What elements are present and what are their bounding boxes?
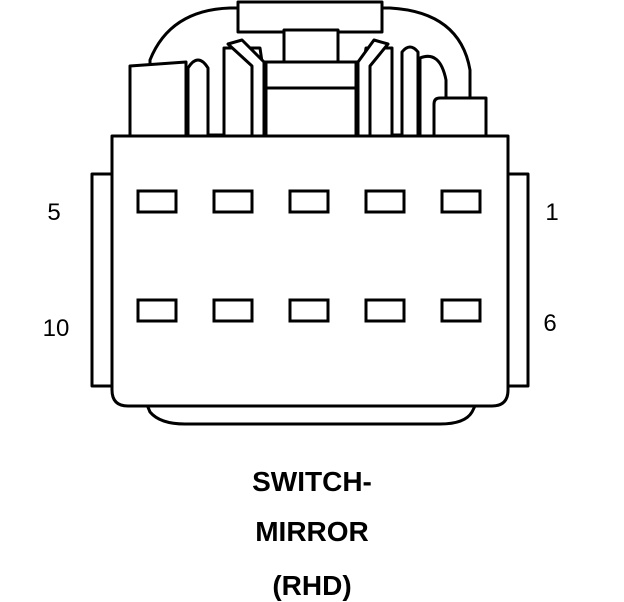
pin-label-1: 1 <box>545 199 558 226</box>
cavity-pin-1 <box>440 189 482 214</box>
cavity-pin-3 <box>288 189 330 214</box>
cavity-pin-5 <box>136 189 178 214</box>
left-post <box>186 58 210 140</box>
cavity-pin-8 <box>288 298 330 323</box>
pin-label-10: 10 <box>43 315 70 342</box>
cavity-pin-2 <box>364 189 406 214</box>
caption-line-2: MIRROR <box>255 516 369 547</box>
latch-center-block <box>264 60 358 140</box>
pin-label-5: 5 <box>47 199 60 226</box>
caption-line-1: SWITCH- <box>252 466 372 497</box>
right-post <box>400 45 420 140</box>
cavity-pin-6 <box>440 298 482 323</box>
caption-line-3: (RHD) <box>272 570 352 601</box>
lock-tab-outer <box>236 0 384 34</box>
cavity-pin-4 <box>212 189 254 214</box>
right-raised-block <box>432 96 488 140</box>
pin-label-6: 6 <box>543 310 556 337</box>
left-raised-block <box>128 60 188 140</box>
cavity-pin-7 <box>364 298 406 323</box>
connector-body <box>110 134 510 408</box>
cavity-pin-10 <box>136 298 178 323</box>
cavity-pin-9 <box>212 298 254 323</box>
